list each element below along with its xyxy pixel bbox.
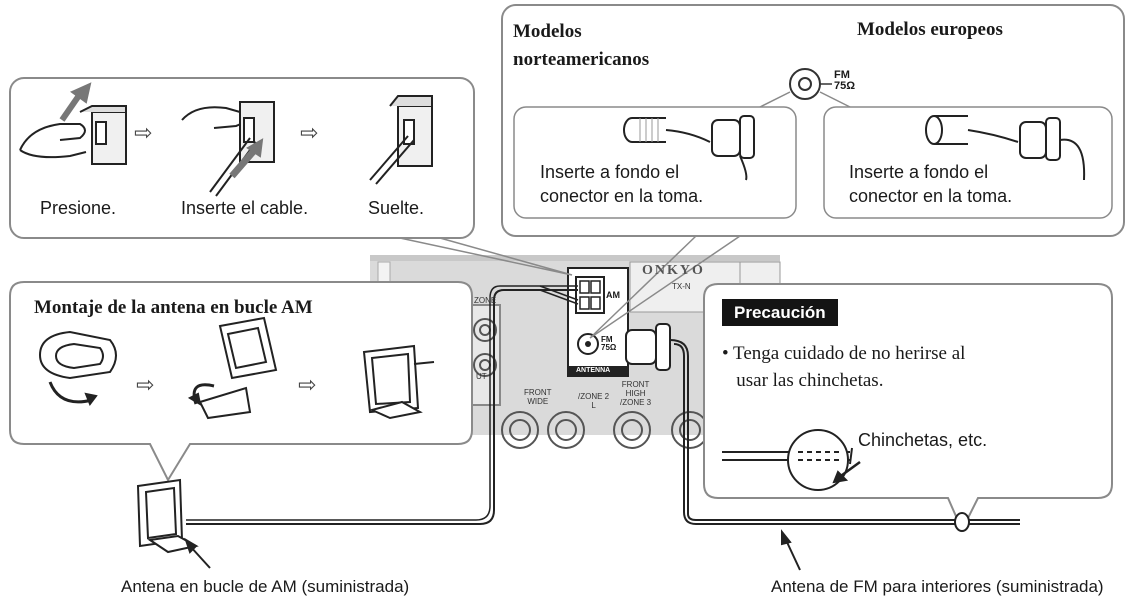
- am-loop-antenna: [136, 478, 199, 554]
- eu-models-heading: Modelos europeos: [857, 19, 1003, 40]
- step-insert-label: Inserte el cable.: [181, 198, 309, 218]
- na-fm-connector-icon: [623, 115, 755, 181]
- am-assembly-step3-icon: [362, 344, 435, 420]
- step-release-label: Suelte.: [368, 198, 425, 218]
- step-press-label: Presione.: [40, 198, 117, 218]
- am-assembly-step2-icon: [187, 316, 278, 420]
- eu-fm-connector-icon: [925, 115, 1086, 181]
- am-assembly-step1-icon: [38, 330, 117, 407]
- front-wide-label: FRONT WIDE: [524, 388, 552, 406]
- caption-arrows: [184, 529, 801, 571]
- arrow-2-icon: ⇨: [300, 121, 318, 146]
- fm-antenna-caption: Antena de FM para interiores (suministra…: [771, 577, 1104, 596]
- release-icon: [369, 95, 433, 185]
- na-instruction: Inserte a fondo el conector en la toma.: [540, 162, 704, 206]
- caution-text: • Tenga cuidado de no herirse al usar la…: [722, 343, 966, 391]
- pins-label: Chinchetas, etc.: [858, 430, 988, 450]
- out-label: UT: [476, 372, 487, 381]
- fm-plug: [625, 323, 1020, 532]
- zone2-label: /ZONE 2 L: [578, 392, 610, 410]
- am-antenna-caption: Antena en bucle de AM (suministrada): [121, 577, 410, 596]
- am-cable: [186, 289, 578, 525]
- eu-instruction: Inserte a fondo el conector en la toma.: [849, 162, 1013, 206]
- antenna-terminal-label: ANTENNA: [576, 367, 611, 374]
- arrow-4-icon: ⇨: [298, 373, 316, 398]
- am-assembly-box: [9, 281, 473, 483]
- am-terminal-label: AM: [606, 290, 620, 300]
- zone-label: ZONE: [474, 296, 497, 305]
- press-icon: [19, 82, 127, 165]
- device-model: TX-N: [672, 282, 691, 291]
- arrow-3-icon: ⇨: [136, 373, 154, 398]
- pins-icon: [722, 429, 861, 491]
- am-assembly-heading: Montaje de la antena en bucle AM: [34, 297, 313, 318]
- insert-cable-icon: [181, 101, 275, 197]
- device-brand: ONKYO: [642, 263, 705, 278]
- caution-badge: Precaución: [722, 299, 838, 326]
- fm-terminal-label: FM 75Ω: [601, 335, 617, 352]
- fm-jack-icon: [759, 68, 851, 108]
- na-models-heading: Modelos norteamericanos: [513, 21, 650, 70]
- front-high-label: FRONT HIGH /ZONE 3: [620, 380, 652, 407]
- fm-jack-label: FM 75Ω: [834, 69, 856, 92]
- arrow-1-icon: ⇨: [134, 121, 152, 146]
